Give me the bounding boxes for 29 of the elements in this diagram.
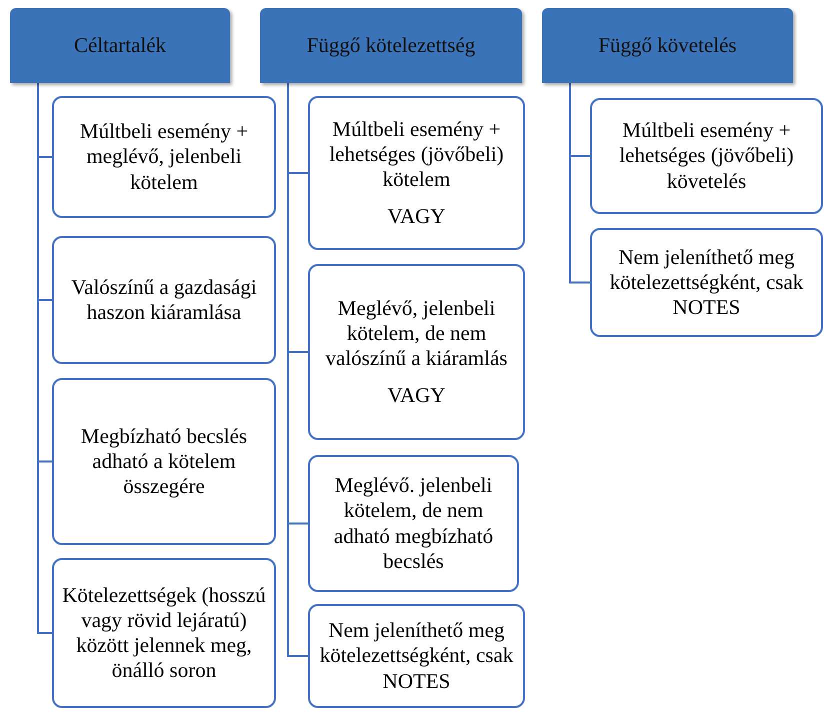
box-text: Valószínű a gazdasági haszon kiáramlása: [70, 274, 258, 326]
content-box: [52, 96, 276, 218]
box-text: Megbízható becslés adható a kötelem összegére: [80, 424, 248, 500]
header-box: [260, 8, 522, 83]
header-box: [542, 8, 793, 83]
box-text: Múltbeli esemény + lehetséges (jövőbeli) követelés: [618, 118, 795, 194]
box-text: Kötelezettségek (hosszú vagy rövid lejáratú) között jelennek meg, önálló soron: [62, 582, 266, 684]
box-text: Céltartalék: [74, 32, 166, 58]
box-text: Múltbeli esemény + meglévő, jelenbeli kötelem: [78, 119, 250, 195]
box-text: VAGY: [388, 204, 446, 230]
box-text: Meglévő. jelenbeli kötelem, de nem adható megbízható becslés: [332, 473, 494, 574]
content-box: [308, 96, 525, 250]
content-box: [308, 455, 519, 592]
content-box: [590, 98, 823, 214]
content-box: [52, 378, 276, 545]
content-box: [52, 558, 276, 708]
box-text: Nem jeleníthető meg kötelezettségként, csak NOTES: [318, 618, 514, 694]
box-text: Függő kötelezettség: [306, 32, 476, 58]
content-box: [308, 604, 525, 708]
box-text: Függő követelés: [598, 32, 737, 58]
box-text: Meglévő, jelenbeli kötelem, de nem valószínű a kiáramlás: [324, 296, 508, 372]
box-text: Nem jeleníthető meg kötelezettségként, csak NOTES: [608, 244, 804, 320]
header-box: [10, 8, 230, 83]
content-box: [52, 236, 276, 364]
connector-line: [569, 83, 590, 284]
content-box: [590, 228, 823, 337]
box-text: VAGY: [388, 383, 446, 408]
box-text: Múltbeli esemény + lehetséges (jövőbeli) kötelem: [328, 116, 505, 192]
content-box: [308, 264, 525, 440]
